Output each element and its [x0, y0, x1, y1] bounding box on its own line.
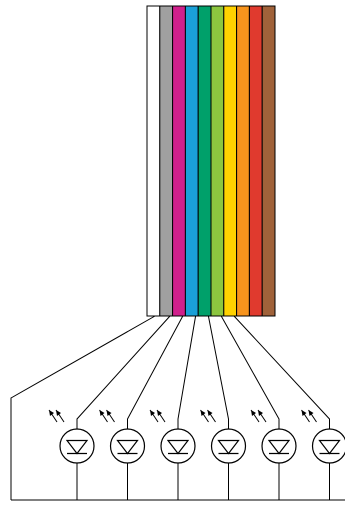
led-1-light-arrowhead-1 — [49, 410, 54, 416]
led-3-diode — [166, 439, 190, 455]
cable-conductor-7 — [223, 5, 238, 317]
led-4-light-arrowhead-2 — [207, 410, 213, 416]
cable-conductor-9 — [248, 5, 263, 317]
led-wire-5 — [220, 315, 280, 429]
led-2-light-arrowhead-2 — [106, 410, 112, 416]
return-wire — [10, 315, 156, 500]
led-5-light-arrowhead-1 — [251, 410, 256, 416]
led-3-light-arrowhead-1 — [150, 410, 155, 416]
led-array — [48, 409, 345, 464]
led-5-body — [261, 428, 297, 464]
led-5-light-arrowhead-2 — [258, 410, 263, 416]
led-4-light-arrowhead-1 — [200, 410, 206, 416]
led-1-body — [59, 428, 95, 464]
cable-conductor-1 — [146, 5, 161, 317]
led-5-diode — [267, 439, 291, 455]
led-wire-3 — [177, 315, 197, 429]
led-2-body — [109, 428, 146, 464]
led-3-light-arrowhead-2 — [157, 410, 162, 416]
led-2-diode — [116, 439, 139, 455]
cable-conductor-4 — [184, 5, 199, 317]
led-wire-6 — [233, 315, 330, 429]
cable-conductor-6 — [210, 5, 225, 317]
cable-conductor-10 — [261, 5, 276, 317]
led-wire-2 — [127, 315, 184, 429]
led-6-light-arrowhead-2 — [308, 410, 314, 416]
cable-conductor-3 — [172, 5, 186, 317]
led-6-body — [311, 428, 345, 464]
ribbon-cable — [146, 5, 276, 317]
cable-conductor-5 — [197, 5, 212, 317]
led-3-body — [160, 428, 196, 464]
led-1-light-arrowhead-2 — [56, 410, 61, 416]
cable-conductor-8 — [236, 5, 250, 317]
cable-conductor-2 — [159, 5, 174, 317]
led-wire-4 — [207, 315, 229, 429]
led-wiring — [10, 315, 345, 501]
led-4-body — [210, 428, 247, 464]
led-6-diode — [318, 439, 341, 455]
led-4-diode — [217, 439, 240, 455]
led-wire-1 — [76, 315, 171, 429]
led-2-light-arrowhead-1 — [99, 410, 105, 416]
led-1-diode — [65, 439, 89, 455]
led-6-light-arrowhead-1 — [301, 410, 307, 416]
